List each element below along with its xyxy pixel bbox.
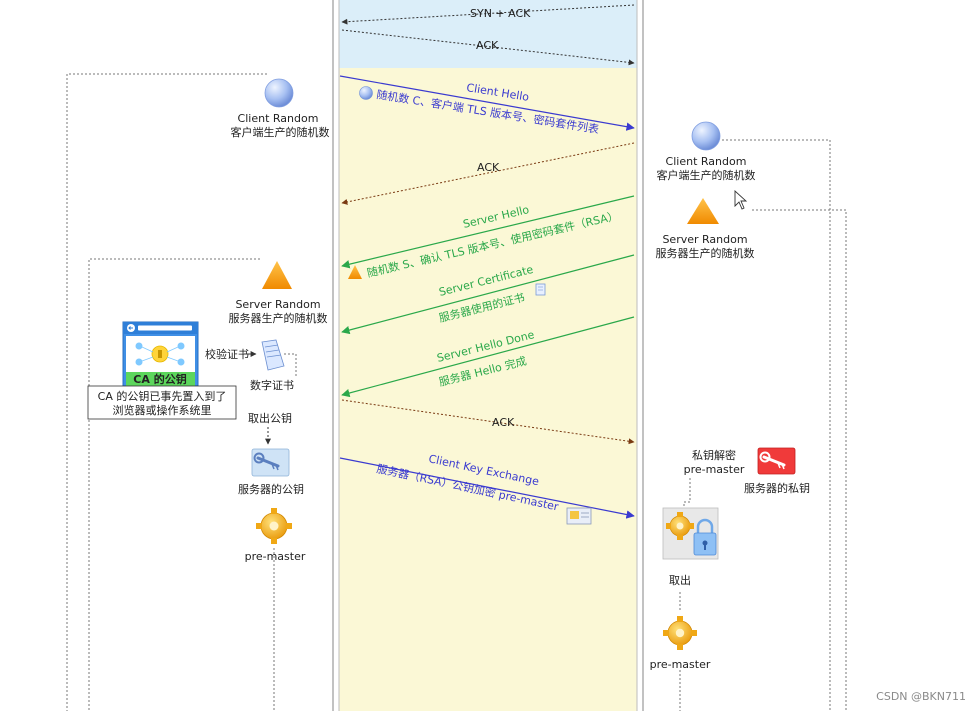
client-random-title: Client Random (238, 112, 319, 125)
arrow-ack-top (341, 29, 635, 66)
server-premaster-label: pre-master (650, 658, 711, 671)
server-premaster-node: pre-master (650, 616, 711, 671)
tcp-zone (339, 0, 637, 68)
label-ack-top: ACK (476, 39, 499, 52)
label-syn-ack: SYN + ACK (470, 7, 531, 20)
handshake-channel (339, 0, 637, 711)
server-client-random-bracket (722, 139, 831, 711)
extract-key-label: 取出公钥 (248, 411, 292, 425)
client-random-desc: 客户端生产的随机数 (231, 125, 330, 139)
server-client-random-node: Client Random 客户端生产的随机数 (657, 121, 756, 182)
message-ack-3: ACK (341, 399, 635, 445)
server-hello-triangle-icon (348, 265, 362, 279)
arrow-server-certificate (341, 254, 635, 335)
server-extract-node: 取出 (669, 573, 691, 587)
envelope-key-icon (566, 507, 592, 525)
arrow-syn-ack (341, 4, 635, 25)
arrow-ack-3 (341, 399, 635, 445)
private-key-label: 服务器的私钥 (744, 481, 810, 495)
server-pubkey-label: 服务器的公钥 (238, 482, 304, 496)
ca-key-network-icon (135, 342, 185, 366)
decrypt-label-line1: 私钥解密 (692, 448, 736, 462)
client-random-node: Client Random 客户端生产的随机数 (231, 78, 330, 139)
client-premaster-gear-icon (256, 508, 292, 544)
arrow-ack-2 (341, 142, 635, 205)
digital-certificate-icon (261, 339, 285, 371)
ca-note-box (87, 385, 237, 420)
server-server-random-bracket (752, 209, 847, 711)
server-random-triangle-icon (262, 261, 292, 289)
ca-note-line1: CA 的公钥已事先置入到了 (98, 389, 227, 403)
label-ack-3: ACK (492, 416, 515, 429)
server-client-random-title: Client Random (666, 155, 747, 168)
ca-title-bg (126, 372, 195, 386)
client-server-random-node: Server Random 服务器生产的随机数 (229, 261, 328, 325)
cert-to-extract-line (284, 353, 297, 378)
server-server-random-title: Server Random (662, 233, 747, 246)
decrypt-label-line2: pre-master (684, 463, 745, 476)
ca-title: CA 的公钥 (133, 372, 186, 386)
message-ack-2: ACK (341, 142, 635, 205)
lifelines (332, 0, 644, 711)
verify-certificate-node: 校验证书 数字证书 (205, 339, 294, 392)
digital-cert-label: 数字证书 (250, 378, 294, 392)
arrow-server-hello-done (341, 316, 635, 398)
server-client-random-desc: 客户端生产的随机数 (657, 168, 756, 182)
ca-address-bar (138, 325, 192, 331)
message-ack-top: ACK (341, 29, 635, 66)
server-server-random-triangle-icon (687, 198, 719, 224)
client-hello-sphere-icon (359, 86, 373, 100)
ca-note-line2: 浏览器或操作系统里 (113, 403, 212, 417)
client-random-sphere-icon (264, 78, 294, 108)
client-premaster-node: pre-master (245, 508, 306, 563)
client-server-random-title: Server Random (235, 298, 320, 311)
arrow-server-hello (341, 195, 635, 269)
client-premaster-label: pre-master (245, 550, 306, 563)
client-random-bracket (66, 73, 267, 711)
label-ack-2: ACK (477, 161, 500, 174)
server-random-bracket (88, 258, 260, 711)
verify-cert-label: 校验证书 (205, 347, 249, 361)
server-private-key-icon (757, 447, 796, 475)
certificate-small-icon (535, 283, 546, 296)
ca-public-key-card: CA 的公钥 CA 的公钥已事先置入到了 浏览器或操作系统里 (87, 321, 237, 420)
mouse-cursor-icon (734, 189, 748, 210)
server-server-random-desc: 服务器生产的随机数 (656, 246, 755, 260)
bracket-lines (66, 73, 847, 711)
server-server-random-node: Server Random 服务器生产的随机数 (656, 198, 755, 260)
client-server-random-desc: 服务器生产的随机数 (229, 311, 328, 325)
encrypted-gear-icon (666, 512, 694, 540)
extract-public-key-node: 取出公钥 服务器的公钥 (238, 411, 304, 496)
server-client-random-sphere-icon (691, 121, 721, 151)
arrow-client-hello (339, 75, 635, 131)
server-extract-label: 取出 (669, 573, 691, 587)
message-syn-ack: SYN + ACK (341, 4, 635, 25)
encrypted-premaster-box (662, 507, 719, 560)
arrow-client-key-exchange (339, 457, 635, 519)
server-premaster-gear-icon (663, 616, 697, 650)
watermark: CSDN @BKN711 (876, 690, 966, 703)
tls-zone (339, 68, 637, 711)
private-key-decrypt-node: 私钥解密 pre-master 服务器的私钥 (684, 447, 810, 495)
server-decrypt-down (683, 478, 691, 508)
server-public-key-icon (251, 448, 290, 477)
padlock-icon (693, 518, 717, 556)
